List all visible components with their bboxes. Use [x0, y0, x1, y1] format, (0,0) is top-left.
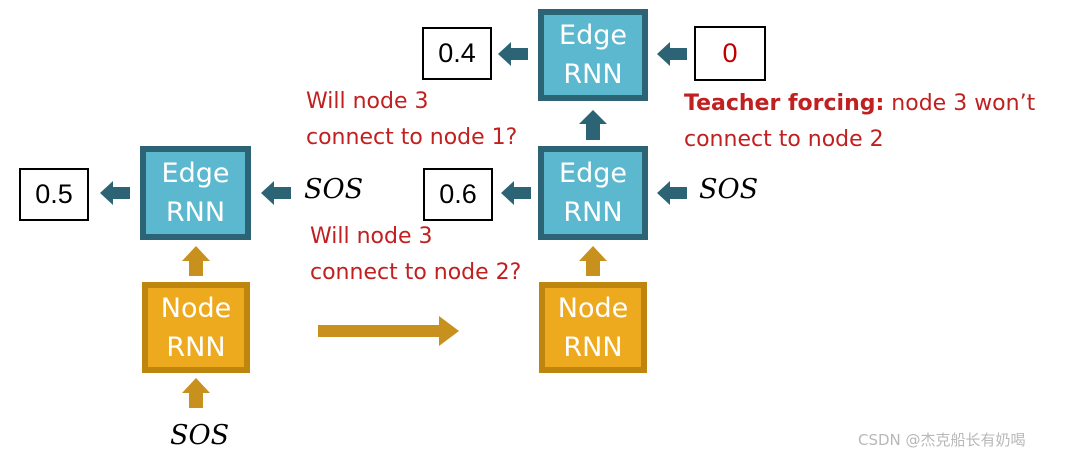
left-output-value-box: 0.5	[19, 168, 89, 221]
question-connect-node-1: Will node 3 connect to node 1?	[306, 84, 517, 156]
right-upper-output-arrow-icon	[498, 42, 528, 66]
left-edge-rnn-label-line1: Edge	[161, 158, 230, 189]
left-sos-to-node-arrow-icon	[182, 378, 210, 408]
question-connect-node-1-line1: Will node 3	[306, 89, 429, 114]
teacher-forced-value-box: 0	[694, 26, 766, 81]
right-edge-to-edge-arrow-icon	[579, 110, 607, 140]
teacher-forcing-text-line1: node 3 won’t	[884, 91, 1036, 116]
right-node-rnn-label-line1: Node	[557, 292, 629, 324]
question-connect-node-2: Will node 3 connect to node 2?	[310, 219, 521, 291]
right-lower-edge-rnn-label-line1: Edge	[559, 158, 627, 189]
left-node-sos-input: SOS	[170, 420, 230, 451]
right-node-rnn-label-line2: RNN	[563, 331, 623, 363]
left-edge-rnn: Edge RNN	[140, 146, 251, 240]
right-upper-edge-rnn-label-line2: RNN	[563, 59, 623, 90]
watermark: CSDN @杰克船长有奶喝	[858, 431, 1026, 449]
right-lower-output-value-box: 0.6	[423, 168, 493, 221]
right-upper-output-value-box: 0.4	[422, 27, 492, 80]
question-connect-node-2-line2: connect to node 2?	[310, 260, 522, 285]
right-node-to-edge-arrow-icon	[579, 246, 607, 276]
left-node-rnn: Node RNN	[142, 282, 250, 373]
right-lower-edge-sos-input: SOS	[699, 174, 759, 205]
left-sos-to-edge-arrow-icon	[261, 181, 291, 205]
right-lower-edge-rnn: Edge RNN	[538, 146, 648, 240]
right-lower-edge-rnn-label-line2: RNN	[563, 197, 623, 228]
left-node-rnn-label-line2: RNN	[166, 331, 226, 363]
left-edge-rnn-label-line2: RNN	[165, 197, 226, 228]
left-edge-sos-input: SOS	[304, 174, 364, 205]
right-upper-edge-rnn: Edge RNN	[538, 9, 648, 101]
teacher-forcing-note: Teacher forcing: node 3 won’t connect to…	[684, 86, 1035, 158]
left-node-rnn-label-line1: Node	[160, 292, 232, 324]
teacher-forcing-label: Teacher forcing:	[684, 91, 885, 116]
right-node-rnn: Node RNN	[539, 282, 647, 373]
question-connect-node-1-line2: connect to node 1?	[306, 125, 518, 150]
left-node-to-edge-arrow-icon	[182, 246, 210, 276]
teacher-input-arrow-icon	[657, 42, 687, 66]
transition-arrow-icon	[318, 316, 459, 346]
right-lower-sos-to-edge-arrow-icon	[657, 181, 687, 205]
left-output-arrow-icon	[100, 181, 130, 205]
right-upper-edge-rnn-label-line1: Edge	[559, 20, 627, 51]
teacher-forcing-text-line2: connect to node 2	[684, 127, 884, 152]
right-lower-output-arrow-icon	[501, 181, 531, 205]
question-connect-node-2-line1: Will node 3	[310, 224, 433, 249]
